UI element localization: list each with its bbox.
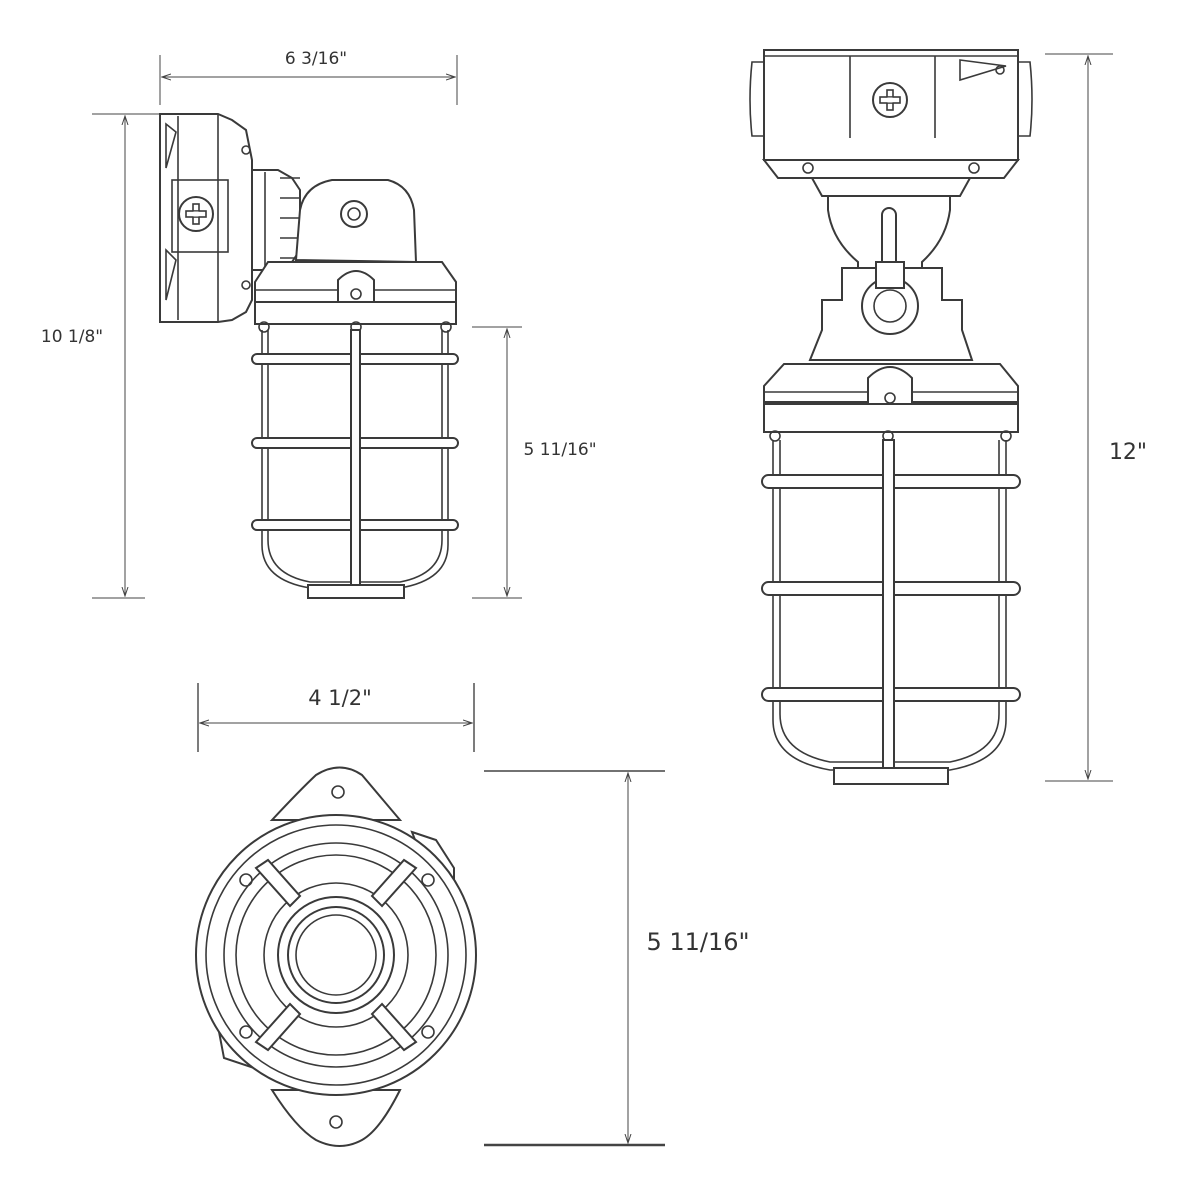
front-view (749, 49, 1033, 785)
dim-label-bottom-width: 4 1/2" (308, 686, 372, 710)
dim-bottom-width: 4 1/2" (197, 683, 475, 752)
dim-label-front-height: 12" (1109, 440, 1147, 465)
dim-front-height: 12" (1045, 53, 1147, 782)
dim-side-height: 10 1/8" (41, 113, 160, 599)
dim-side-width: 6 3/16" (159, 49, 458, 105)
dim-label-side-width: 6 3/16" (285, 49, 347, 69)
dim-side-globe-height: 5 11/16" (472, 326, 597, 599)
dim-label-bottom-depth: 5 11/16" (646, 928, 749, 956)
dim-bottom-depth: 5 11/16" (484, 770, 750, 1147)
side-view (159, 113, 459, 599)
screw-head-icon (178, 196, 214, 232)
dim-label-globe-height: 5 11/16" (523, 440, 596, 460)
bottom-view (195, 766, 477, 1147)
screw-head-icon (872, 82, 908, 118)
dim-label-side-height: 10 1/8" (41, 327, 103, 347)
